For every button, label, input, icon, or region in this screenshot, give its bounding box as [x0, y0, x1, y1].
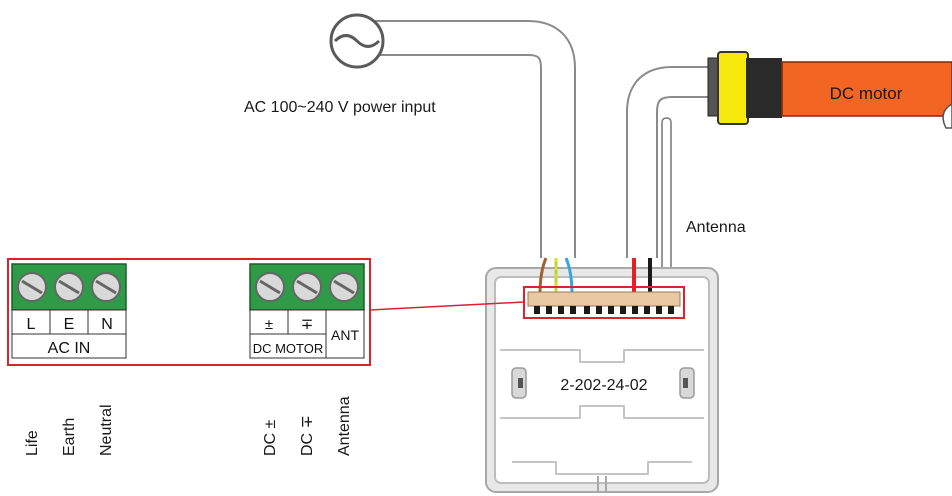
power-input-label: AC 100~240 V power input	[244, 99, 436, 116]
vertical-labels: Life Earth Neutral DC ± DC ∓ Antenna	[24, 396, 353, 456]
screw-icon	[329, 272, 359, 302]
highlight-connector-line	[369, 301, 525, 311]
terminal-dc-minus-label: ∓	[301, 316, 314, 333]
antenna-label: Antenna	[686, 219, 746, 236]
ant-label: ANT	[331, 327, 359, 343]
device-code-label: 2-202-24-02	[560, 377, 647, 394]
screw-icon	[17, 272, 47, 302]
screw-icon	[292, 272, 322, 302]
dc-motor-terminal-block: ± ∓ DC MOTOR ANT	[249, 263, 365, 359]
label-neutral: Neutral	[98, 404, 115, 456]
dc-motor: DC motor	[707, 51, 952, 129]
dc-motor-group-label: DC MOTOR	[253, 341, 324, 356]
dc-motor-cable	[626, 66, 738, 258]
ac-in-terminal-block: L E N AC IN	[11, 263, 127, 359]
motor-collar-yellow	[717, 51, 749, 125]
terminal-e-label: E	[64, 316, 75, 333]
screw-icon	[255, 272, 285, 302]
dc-motor-label: DC motor	[830, 84, 903, 103]
terminal-l-label: L	[27, 316, 36, 333]
label-dc-minus: DC ∓	[299, 415, 316, 456]
label-dc-plus: DC ±	[262, 419, 279, 456]
screw-icon	[54, 272, 84, 302]
terminal-dc-plus-label: ±	[265, 316, 273, 333]
ac-in-label: AC IN	[48, 340, 91, 357]
device-box: 2-202-24-02	[485, 267, 719, 493]
motor-body	[781, 61, 952, 117]
label-antenna: Antenna	[336, 396, 353, 456]
device-terminal-strip	[527, 291, 681, 314]
screw-icon	[91, 272, 121, 302]
ac-power-cable	[329, 13, 576, 258]
label-life: Life	[24, 430, 41, 456]
antenna: Antenna	[661, 117, 746, 283]
label-earth: Earth	[61, 418, 78, 456]
terminal-n-label: N	[101, 316, 113, 333]
